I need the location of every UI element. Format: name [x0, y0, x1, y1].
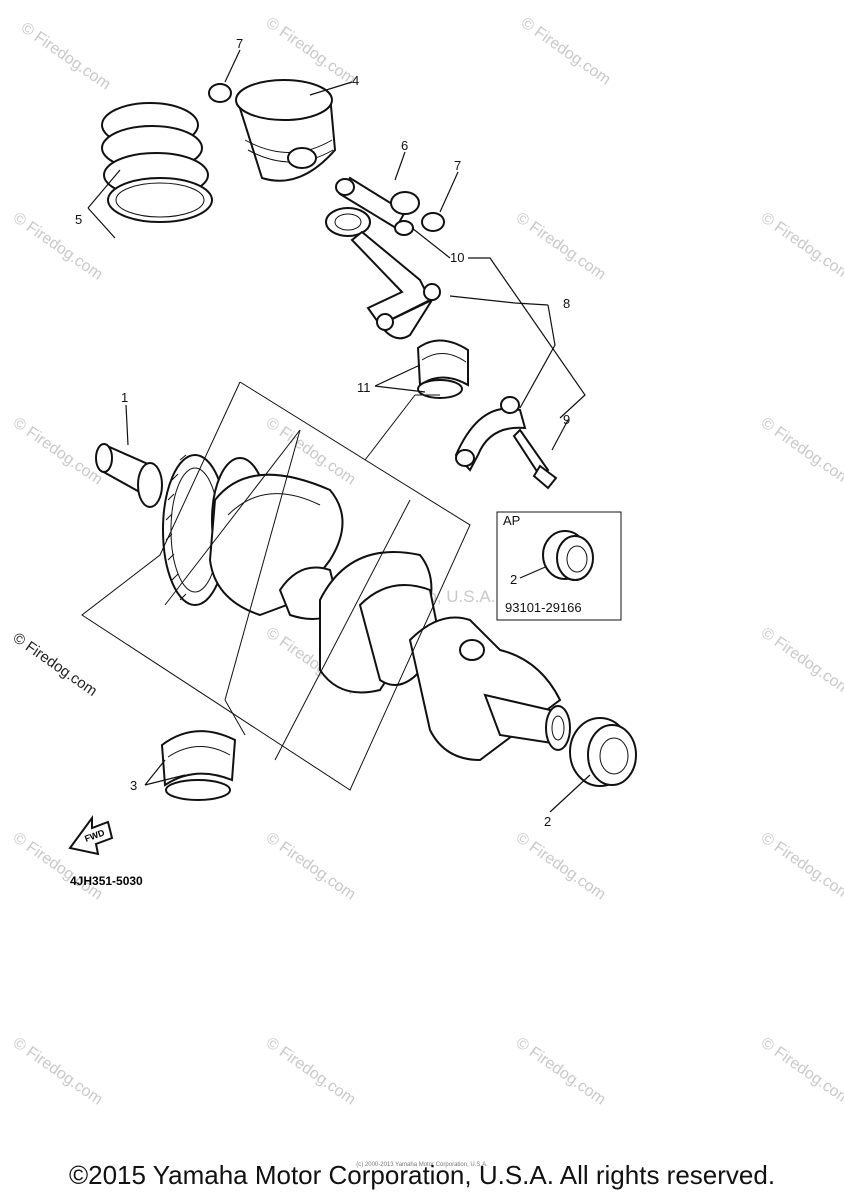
assembly-outline	[81, 381, 471, 791]
watermark: © Firedog.com	[758, 829, 844, 903]
callout-11: 11	[357, 380, 371, 395]
main-bearing	[160, 730, 237, 801]
watermark: © Firedog.com	[10, 1034, 106, 1108]
watermark: © Firedog.com	[18, 19, 114, 93]
callout-8: 8	[563, 296, 570, 311]
diagram-code: 4JH351-5030	[70, 874, 143, 888]
copyright-footer: ©2015 Yamaha Motor Corporation, U.S.A. A…	[68, 1160, 776, 1190]
callout-4: 4	[352, 73, 359, 88]
piston	[235, 79, 337, 182]
callout-9: 9	[563, 412, 570, 427]
rod-nut	[394, 220, 414, 236]
callout-2: 2	[510, 572, 517, 587]
rod-cap	[454, 396, 527, 472]
connecting-rod	[325, 207, 441, 340]
oil-seal	[569, 717, 637, 787]
crankshaft	[95, 443, 571, 762]
piston-pin	[335, 176, 420, 230]
rod-bearings	[416, 339, 469, 399]
callout-numbers: 7 4 6 7 5 10 8 11 9 1 2 3 2	[75, 36, 570, 829]
watermark: © Firedog.com	[10, 209, 106, 283]
watermark: © Firedog.com	[263, 829, 359, 903]
callout-7: 7	[454, 158, 461, 173]
callout-5: 5	[75, 212, 82, 227]
watermark: © Firedog.com	[513, 829, 609, 903]
callout-6: 6	[401, 138, 408, 153]
leader-lines	[87, 49, 591, 813]
callout-3: 3	[130, 778, 137, 793]
watermark: © Firedog.com	[758, 209, 844, 283]
watermark: © Firedog.com	[513, 1034, 609, 1108]
watermark: © Firedog.com	[758, 624, 844, 698]
callout-2: 2	[544, 814, 551, 829]
ap-part-number: 93101-29166	[505, 600, 582, 615]
watermark: © Firedog.com	[263, 1034, 359, 1108]
callout-1: 1	[121, 390, 128, 405]
ap-label: AP	[503, 513, 520, 528]
watermark: © Firedog.com	[758, 1034, 844, 1108]
rod-bolt	[512, 428, 558, 490]
watermark: © Firedog.com	[263, 14, 359, 88]
watermark: © Firedog.com	[10, 414, 106, 488]
firedog-mark: © Firedog.com	[10, 629, 101, 699]
ap-inset: AP 93101-29166	[496, 511, 622, 621]
circlip	[421, 212, 445, 232]
circlip	[208, 83, 232, 103]
watermark: © Firedog.com	[513, 209, 609, 283]
tiny-copyright: (c) 2000-2013 Yamaha Motor Corporation, …	[356, 1162, 488, 1168]
watermark: © Firedog.com	[758, 414, 844, 488]
piston-rings	[101, 102, 213, 223]
fwd-arrow-icon: FWD	[68, 814, 114, 856]
callout-10: 10	[450, 250, 464, 265]
watermark: © Firedog.com	[518, 14, 614, 88]
callout-7: 7	[236, 36, 243, 51]
